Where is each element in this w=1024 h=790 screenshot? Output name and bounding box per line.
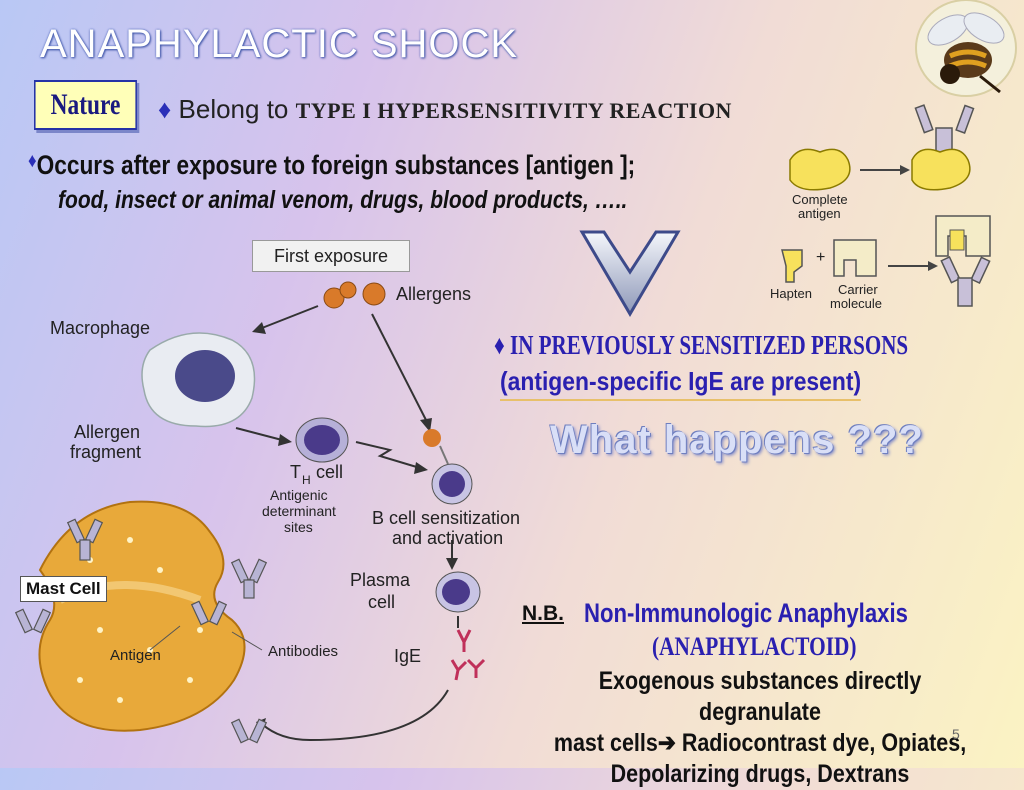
carrier-label-2: molecule <box>830 296 882 311</box>
question-heading: What happens ??? <box>550 418 924 462</box>
bullet-diamond: ♦ <box>28 150 37 172</box>
occurs-line: ♦Occurs after exposure to foreign substa… <box>28 150 635 181</box>
sensitized-subtext: (antigen-specific IgE are present) <box>500 366 862 401</box>
nature-label: Nature <box>34 80 137 130</box>
nb-subheading: (ANAPHYLACTOID) <box>652 632 857 661</box>
th-cell-h: H <box>302 473 311 487</box>
belong-line: ♦ Belong to TYPE I HYPERSENSITIVITY REAC… <box>158 94 732 125</box>
antigenic-label-2: determinant <box>262 503 336 519</box>
belong-prefix: Belong to <box>178 94 296 124</box>
allergen-fragment-label-2: fragment <box>70 442 141 462</box>
belong-emphasis: TYPE I HYPERSENSITIVITY REACTION <box>295 98 732 123</box>
complete-antigen-label-2: antigen <box>798 206 841 221</box>
plus-sign: + <box>816 249 825 266</box>
immune-pathway-diagram: Allergens Macrophage Allergen fragment T… <box>14 281 520 744</box>
nb-body: Exogenous substances directly degranulat… <box>536 666 983 790</box>
occurs-text: Occurs after exposure to foreign substan… <box>36 150 636 180</box>
occurs-examples: food, insect or animal venom, drugs, blo… <box>58 186 628 214</box>
nb-line-2a: mast cells <box>553 729 658 757</box>
nb-line-1: Exogenous substances directly degranulat… <box>598 667 922 726</box>
th-cell-t: T <box>290 462 301 482</box>
arrow-right-icon: ➔ <box>657 729 676 757</box>
th-cell-label: cell <box>316 462 343 482</box>
first-exposure-label: First exposure <box>252 240 410 272</box>
nb-label: N.B. <box>522 602 564 625</box>
allergens-label: Allergens <box>396 284 471 304</box>
chevron-down-icon <box>579 230 681 317</box>
plasma-label-1: Plasma <box>350 570 411 590</box>
nb-line-2: mast cells➔ Radiocontrast dye, Opiates, <box>536 728 983 759</box>
allergen-fragment-label-1: Allergen <box>74 422 140 442</box>
complete-antigen-label-1: Complete <box>792 192 848 207</box>
antigen-label: Antigen <box>110 647 161 664</box>
b-cell-label-1: B cell sensitization <box>372 508 520 528</box>
bullet-diamond: ♦ <box>158 94 172 124</box>
carrier-label-1: Carrier <box>838 282 878 297</box>
b-cell-label-2: and activation <box>392 528 503 548</box>
antibodies-label: Antibodies <box>268 643 338 660</box>
page-number: 5 <box>952 726 960 742</box>
sensitized-text: IN PREVIOUSLY SENSITIZED PERSONS <box>510 330 909 360</box>
plasma-label-2: cell <box>368 592 395 612</box>
nb-heading: Non-Immunologic Anaphylaxis <box>584 598 908 628</box>
hapten-label: Hapten <box>770 286 812 301</box>
nb-line-3: Depolarizing drugs, Dextrans <box>610 760 910 788</box>
nb-line-2b: Radiocontrast dye, Opiates, <box>675 729 967 757</box>
sensitized-heading: ♦ IN PREVIOUSLY SENSITIZED PERSONS <box>494 330 908 361</box>
hapten-diagram: Complete antigen + Hapten Carrier molecu… <box>770 104 991 311</box>
macrophage-label: Macrophage <box>50 318 150 338</box>
antigenic-label-3: sites <box>284 519 313 535</box>
antigenic-label-1: Antigenic <box>270 487 328 503</box>
bullet-diamond: ♦ <box>494 330 505 360</box>
mast-cell-label: Mast Cell <box>20 576 107 602</box>
bee-image <box>915 0 1017 97</box>
ige-label: IgE <box>394 646 421 666</box>
slide-title: ANAPHYLACTIC SHOCK <box>40 22 519 66</box>
